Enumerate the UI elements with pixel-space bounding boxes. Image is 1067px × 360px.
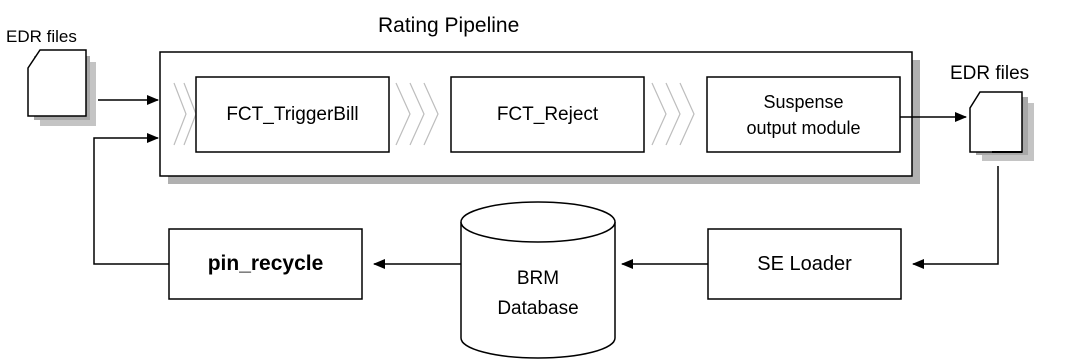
chevron-icon bbox=[173, 82, 187, 146]
database-label: BRM Database bbox=[461, 262, 615, 326]
chevron-icon bbox=[651, 82, 667, 146]
module-label-suspense-line1: Suspense bbox=[763, 91, 844, 112]
module-label-trigger-bill: FCT_TriggerBill bbox=[226, 103, 359, 125]
arrow-pin-recycle-to-pipeline bbox=[93, 133, 169, 265]
rating-pipeline-container bbox=[159, 51, 920, 184]
module-box-trigger-bill bbox=[195, 76, 390, 153]
chevron-icon bbox=[395, 82, 411, 146]
chevron-icon bbox=[409, 82, 425, 146]
database-cylinder-icon bbox=[460, 201, 616, 359]
database-label-line2: Database bbox=[497, 298, 579, 319]
edr-input-label: EDR files bbox=[6, 27, 77, 46]
edr-input-document-stack-icon bbox=[27, 49, 96, 126]
edr-output-label: EDR files bbox=[950, 63, 1030, 84]
pin-recycle-label: pin_recycle bbox=[207, 252, 324, 275]
module-label-suspense: Suspense output module bbox=[707, 77, 900, 152]
pipeline-title: Rating Pipeline bbox=[378, 14, 520, 37]
document-icon bbox=[969, 91, 1023, 153]
module-box-suspense bbox=[706, 76, 901, 153]
module-label-suspense-line2: output module bbox=[746, 117, 861, 138]
chevron-icon bbox=[665, 82, 681, 146]
module-box-reject bbox=[450, 76, 645, 153]
chevron-icon bbox=[423, 82, 439, 146]
module-label-reject: FCT_Reject bbox=[496, 103, 599, 125]
connectors bbox=[93, 95, 999, 269]
se-loader-box bbox=[707, 228, 902, 300]
edr-output-document-stack-icon bbox=[969, 91, 1034, 161]
document-icon bbox=[27, 49, 87, 117]
flow-chevrons bbox=[173, 82, 695, 146]
se-loader-label: SE Loader bbox=[757, 252, 852, 275]
chevron-icon bbox=[679, 82, 695, 146]
pin-recycle-box bbox=[168, 228, 363, 300]
database-label-line1: BRM bbox=[516, 268, 560, 289]
arrow-edr-to-se-loader bbox=[912, 166, 999, 269]
